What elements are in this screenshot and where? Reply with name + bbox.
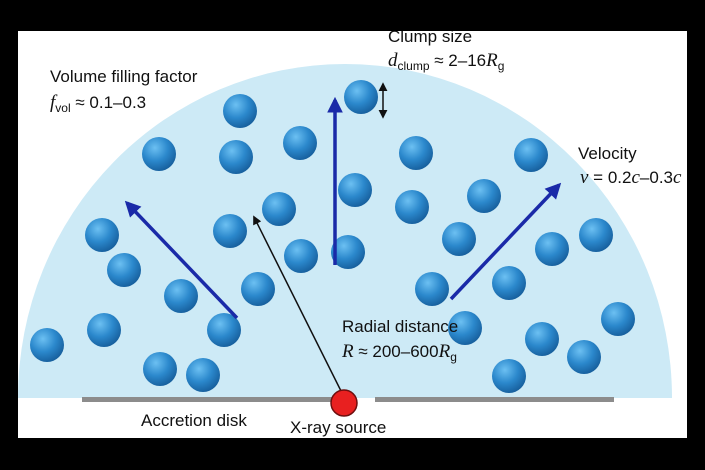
clump-size-unit: R [486, 50, 498, 71]
clump [442, 222, 476, 256]
volume-filling-value: ≈ 0.1–0.3 [75, 93, 147, 112]
clump [219, 140, 253, 174]
diagram-art [18, 64, 672, 417]
clump [87, 313, 121, 347]
clump [535, 232, 569, 266]
radial-distance-formula: R ≈ 200–600Rg [342, 342, 457, 367]
clump [448, 311, 482, 345]
clump [85, 218, 119, 252]
radial-distance-unit: R [438, 341, 451, 362]
clump [492, 266, 526, 300]
velocity-c2: c [673, 167, 682, 188]
clump-size-formula: dclump ≈ 2–16Rg [388, 51, 504, 76]
radial-distance-arrow [253, 215, 342, 392]
clump [164, 279, 198, 313]
clump [344, 80, 378, 114]
velocity-value-mid: –0.3 [639, 168, 673, 187]
outflow-region [18, 64, 672, 398]
xray-source-dot [330, 389, 358, 417]
clump [107, 253, 141, 287]
clump [241, 272, 275, 306]
radial-distance-value: ≈ 200–600 [358, 342, 439, 361]
clump [514, 138, 548, 172]
velocity-formula: v = 0.2c–0.3c [580, 168, 681, 188]
clump [213, 214, 247, 248]
clump-group [30, 80, 635, 393]
clump [338, 173, 372, 207]
clump [207, 313, 241, 347]
radial-distance-title: Radial distance [342, 317, 459, 336]
radial-distance-symbol: R [342, 341, 354, 362]
clump [579, 218, 613, 252]
clump-size-subscript: clump [397, 59, 430, 73]
velocity-arrow-right [449, 182, 562, 301]
clump [284, 239, 318, 273]
clump [142, 137, 176, 171]
velocity-symbol: v [580, 167, 589, 188]
clump [262, 192, 296, 226]
clump [395, 190, 429, 224]
volume-filling-symbol: f [50, 92, 56, 113]
radial-distance-unit-subscript: g [450, 350, 457, 364]
clump [30, 328, 64, 362]
clump [223, 94, 257, 128]
accretion-disk-right [375, 397, 614, 402]
diagram-panel: Volume filling factor fvol ≈ 0.1–0.3 Clu… [18, 31, 687, 438]
clump-size-symbol: d [388, 50, 398, 71]
clump [601, 302, 635, 336]
clump-size-title: Clump size [388, 31, 473, 46]
clump-size-value: ≈ 2–16 [434, 51, 487, 70]
volume-filling-subscript: vol [55, 101, 71, 115]
volume-filling-title: Volume filling factor [50, 67, 198, 86]
xray-source-label: X-ray source [290, 418, 387, 437]
accretion-disk-left [82, 397, 335, 402]
velocity-value-pre: = 0.2 [593, 168, 632, 187]
clump [143, 352, 177, 386]
velocity-title: Velocity [578, 144, 637, 163]
accretion-disk-label: Accretion disk [141, 411, 247, 430]
clump [283, 126, 317, 160]
clump [467, 179, 501, 213]
clump [492, 359, 526, 393]
clump [415, 272, 449, 306]
clump [525, 322, 559, 356]
velocity-c1: c [631, 167, 640, 188]
volume-filling-formula: fvol ≈ 0.1–0.3 [50, 93, 146, 118]
clump-size-unit-subscript: g [497, 59, 505, 73]
velocity-arrow-left [124, 200, 239, 320]
clump [331, 235, 365, 269]
clump [399, 136, 433, 170]
clump [186, 358, 220, 392]
clump [567, 340, 601, 374]
